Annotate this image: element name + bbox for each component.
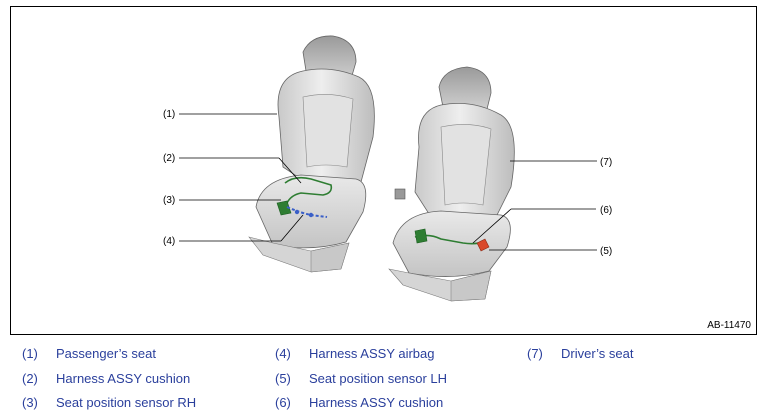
driver-seat-position-sensor-lh [476, 238, 490, 252]
callout-label-6: (6) [600, 205, 612, 216]
legend-item-7: (7) Driver’s seat [527, 346, 633, 361]
legend-number: (1) [22, 346, 38, 361]
legend-label: Driver’s seat [561, 346, 634, 361]
legend-label: Harness ASSY cushion [56, 371, 191, 386]
callout-label-1: (1) [163, 109, 175, 120]
callout-label-7: (7) [600, 157, 612, 168]
legend-number: (2) [22, 371, 38, 386]
callout-label-4: (4) [163, 236, 175, 247]
legend-item-6: (6) Harness ASSY cushion [275, 395, 443, 410]
legend-item-3: (3) Seat position sensor RH [22, 395, 196, 410]
legend-item-5: (5) Seat position sensor LH [275, 371, 447, 386]
driver-seat-headrest [438, 66, 492, 110]
driver-seat-cushion [392, 210, 511, 277]
legend-label: Harness ASSY airbag [309, 346, 435, 361]
legend-label: Passenger’s seat [56, 346, 156, 361]
callout-label-3: (3) [163, 195, 175, 206]
legend-number: (7) [527, 346, 543, 361]
passenger-harness-cushion [284, 176, 333, 204]
callout-lines [179, 113, 597, 251]
legend: (1) Passenger’s seat (2) Harness ASSY cush… [22, 344, 762, 418]
seat-diagram: (1) (2) (3) (4) (5) (6) (7) [163, 35, 612, 302]
legend-number: (6) [275, 395, 291, 410]
legend-item-1: (1) Passenger’s seat [22, 346, 156, 361]
legend-number: (3) [22, 395, 38, 410]
figure-code: AB-11470 [707, 320, 751, 331]
legend-label: Seat position sensor RH [56, 395, 197, 410]
passenger-seat-position-sensor-rh [276, 200, 292, 216]
driver-seat-illustration [388, 66, 515, 302]
legend-item-4: (4) Harness ASSY airbag [275, 346, 435, 361]
legend-number: (5) [275, 371, 291, 386]
legend-item-2: (2) Harness ASSY cushion [22, 371, 190, 386]
passenger-seat-cushion [255, 174, 367, 249]
legend-label: Seat position sensor LH [309, 371, 448, 386]
passenger-seat-illustration [248, 35, 375, 273]
legend-label: Harness ASSY cushion [309, 395, 444, 410]
callout-label-5: (5) [600, 246, 612, 257]
callout-label-2: (2) [163, 153, 175, 164]
legend-number: (4) [275, 346, 291, 361]
figure-frame: (1) (2) (3) (4) (5) (6) (7) AB-11470 [10, 6, 757, 335]
